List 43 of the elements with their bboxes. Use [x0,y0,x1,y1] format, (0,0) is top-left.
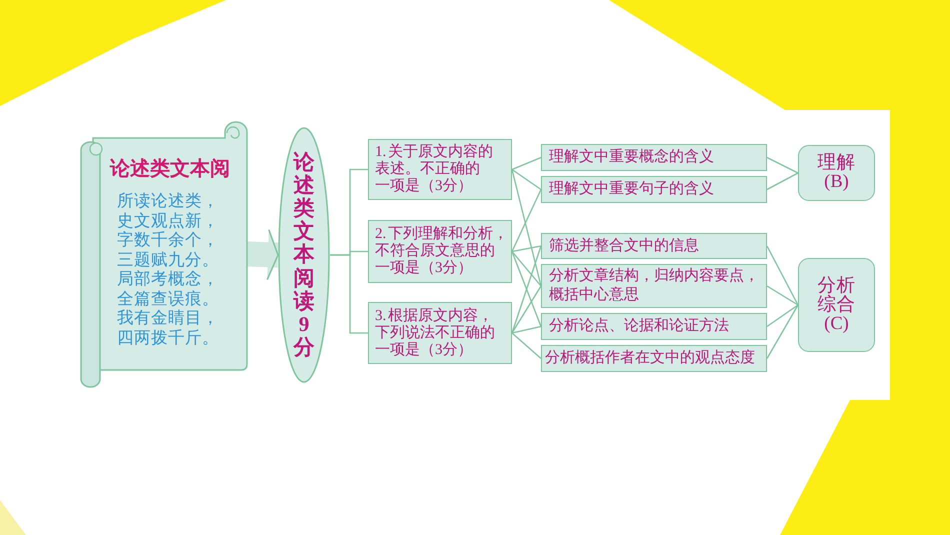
connector-line [512,326,542,334]
skill-box [541,176,767,203]
skill-text: 理解文中重要概念的含义 [549,148,714,167]
vertical-title: 论述类文本阅读9分 [294,151,314,359]
oval-banner [278,127,330,383]
skill-box [541,345,767,372]
connector-line [766,172,798,190]
question-text: 1. 关于原文内容的表述。不正确的一项是（3分） [375,144,494,195]
connector-line [330,254,368,334]
skill-box [541,233,767,259]
connector-line [766,304,798,328]
connector-line [511,169,542,286]
skill-box [541,264,767,308]
question-box [368,302,512,364]
connector-line [512,156,542,170]
connector-line [766,285,798,306]
connector-line [512,251,542,286]
skill-text: 筛选并整合文中的信息 [549,236,699,256]
skill-box [541,144,767,171]
connector-line [511,189,542,252]
connector-line [511,286,542,334]
connector-line [512,245,542,252]
question-text: 2. 下列理解和分析，不符合原文意思的一项是（3分） [375,226,508,277]
block-arrow [246,228,279,280]
connector-line [766,304,799,359]
connector-line [766,246,799,306]
connector-line [766,156,798,174]
connector-line [512,332,542,359]
skill-text: 分析文章结构，归纳内容要点，概括中心意思 [549,267,760,305]
connector-line [512,168,542,190]
scroll-heading: 论述类文本阅 [110,157,230,181]
category-text: 理解(B) [816,154,856,192]
skill-box [541,313,767,340]
category-text: 分析综合(C) [816,276,856,334]
question-box [368,220,512,283]
category-box [798,145,875,201]
question-box [368,139,512,200]
skill-text: 分析概括作者在文中的观点态度 [545,349,755,368]
category-box [798,258,875,352]
verse-text: 所读论述类，史文观点新，字数千余个，三题赋九分。局部考概念，全篇查误痕。我有金睛目，四两拨千斤。 [117,191,220,347]
question-text: 3. 根据原文内容，下列说法不正确的一项是（3分） [375,308,496,358]
skill-text: 理解文中重要句子的含义 [549,180,714,199]
skill-text: 分析论点、论据和论证方法 [549,317,729,336]
